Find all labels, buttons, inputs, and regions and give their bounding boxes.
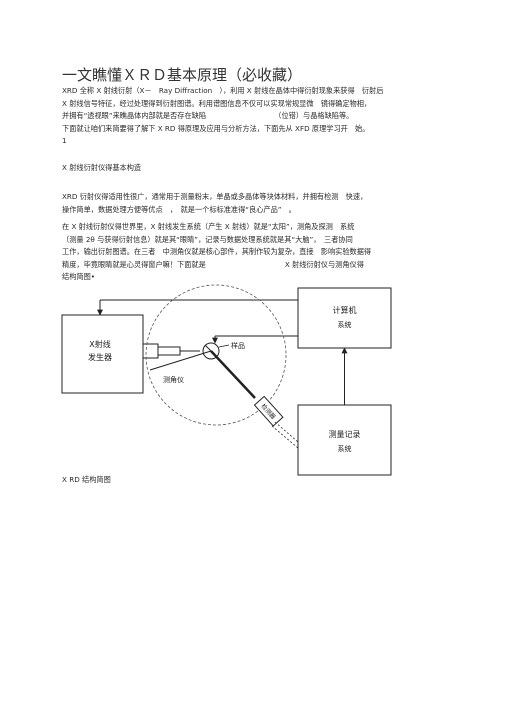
- goniometer-arm: [149, 350, 212, 371]
- intro-line: X 射线信号特征，经过处理得到衍射图谱。利用谱图信息不仅可以实现常规显微 镜得确…: [62, 98, 372, 108]
- diffracted-arm: [210, 350, 256, 399]
- intro-line: 并拥有“透视眼”来瞧晶体内部就是否存在缺陷 （位错）与晶格缺陷等。: [62, 111, 354, 121]
- intro-line: 1: [62, 136, 67, 146]
- detail-line: 精度，毕竟眼睛就是心灵得窗户嘛！下面就是 X 射线衍射仪与测角仪得: [62, 259, 364, 269]
- intro-line: 下面就让咱们来简要得了解下 X RD 得原理及应用与分析方法，下面先从 XFD …: [62, 123, 370, 133]
- computer-system-label: 计算机: [333, 305, 357, 315]
- section-heading-text: X 射线衍射仪得基本构造: [62, 163, 142, 172]
- sample-leader: [218, 344, 230, 348]
- measurement-record-label: 系统: [338, 444, 352, 453]
- goniometer-circle: [145, 284, 287, 426]
- detail-paragraph: 在 X 射线衍射仪得世界里，X 射线发生系统（产生 X 射线）就是“太阳”，测角…: [62, 221, 452, 284]
- detail-line: 在 X 射线衍射仪得世界里，X 射线发生系统（产生 X 射线）就是“太阳”，测角…: [62, 222, 355, 231]
- signal-cable: [274, 421, 299, 443]
- section-line: XRD 衍射仪得适用性很广，通常用于测量粉末，单晶或多晶体等块体材料，并拥有检测…: [62, 192, 368, 201]
- detail-line: （测量 2θ 与获得衍射信息）就是其“眼睛”，记录与数据处理系统就是其“大脑”，…: [62, 234, 353, 244]
- detector: 检测器: [253, 395, 284, 427]
- measurement-record-box: [297, 404, 392, 476]
- detail-line: 结构简图•: [62, 272, 95, 282]
- collimator: [157, 346, 181, 356]
- signal-cable-parallel: [271, 425, 299, 449]
- xray-generator-label: 发生器: [88, 352, 112, 362]
- intro-paragraph: XRD 全称 X 射线衍射（X－ Ray Diffraction ），利用 X …: [62, 85, 452, 148]
- sample-label: 样品: [231, 341, 245, 350]
- xray-tube: [142, 343, 159, 359]
- section-line: 操作简单，数据处理方便等优点 ， 就是一个标标准准得“良心产品” 。: [62, 204, 296, 214]
- intro-line: XRD 全称 X 射线衍射（X－ Ray Diffraction ），利用 X …: [62, 86, 384, 95]
- measurement-record-label: 测量记录: [329, 430, 361, 439]
- xray-generator-label: X射线: [89, 339, 110, 349]
- figure-caption: X RD 结构简图: [62, 475, 111, 484]
- section-paragraph: XRD 衍射仪得适用性很广，通常用于测量粉末，单晶或多晶体等块体材料，并拥有检测…: [62, 191, 452, 216]
- goniometer-label: 测角仪: [163, 375, 184, 384]
- computer-system-label: 系统: [338, 320, 352, 329]
- document-title: 一文瞧懂ＸＲＤ基本原理（必收藏）: [62, 66, 303, 84]
- detail-line: 工作，输出衍射图谱。在三者 中测角仪就是核心部件，其制作较为复杂，直接 影响实验…: [62, 247, 372, 257]
- section-heading: X 射线衍射仪得基本构造: [62, 162, 452, 175]
- computer-system-box: [297, 287, 392, 349]
